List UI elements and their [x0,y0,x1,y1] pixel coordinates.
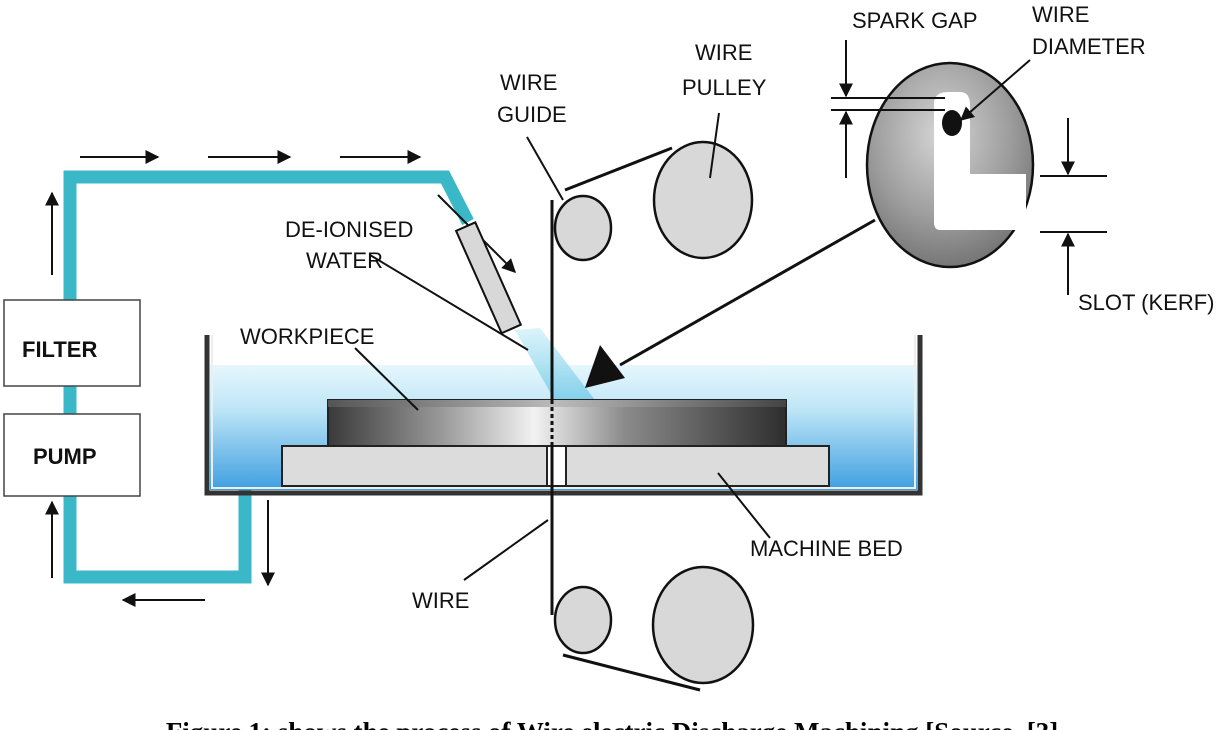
pump-label: PUMP [33,444,97,469]
deionised-water-label-line2: WATER [306,248,383,273]
wire-cross-section [942,110,962,136]
wire-diameter-label-line2: DIAMETER [1032,34,1146,59]
deionised-water-label-line1: DE-IONISED [285,217,413,242]
wire-diameter-label-line1: WIRE [1032,2,1089,27]
water-spray [515,328,595,410]
workpiece [327,399,787,447]
wire-pulley-label-line2: PULLEY [682,75,767,100]
wire-guide-label-line2: GUIDE [497,102,567,127]
spark-gap-dimension [831,40,945,178]
bed-slot [546,445,567,487]
figure-caption: Figure 1: shows the process of Wire elec… [166,717,1058,730]
wire-pulley-label-line1: WIRE [695,40,752,65]
detail-pointer-arrow [585,218,876,388]
slot-kerf-dimension [1040,118,1107,295]
magnified-detail [865,61,1035,269]
filter-label: FILTER [22,337,97,362]
wire-guide-label-line1: WIRE [500,70,557,95]
wire-pulley-upper [652,140,754,260]
pump-box: PUMP [3,413,141,497]
spark-gap-label: SPARK GAP [852,8,978,33]
wire-pulley-lower [651,565,755,685]
workpiece-label: WORKPIECE [240,324,374,349]
leader-lines [354,59,1031,581]
filter-box: FILTER [3,299,141,387]
wire-path [550,146,701,692]
machine-bed-label: MACHINE BED [750,536,903,561]
wire-guide-lower [553,585,613,655]
water-nozzle [454,221,523,335]
wire-label: WIRE [412,588,469,613]
wire-guide-upper [553,194,613,262]
slot-kerf-label: SLOT (KERF) [1078,290,1215,315]
